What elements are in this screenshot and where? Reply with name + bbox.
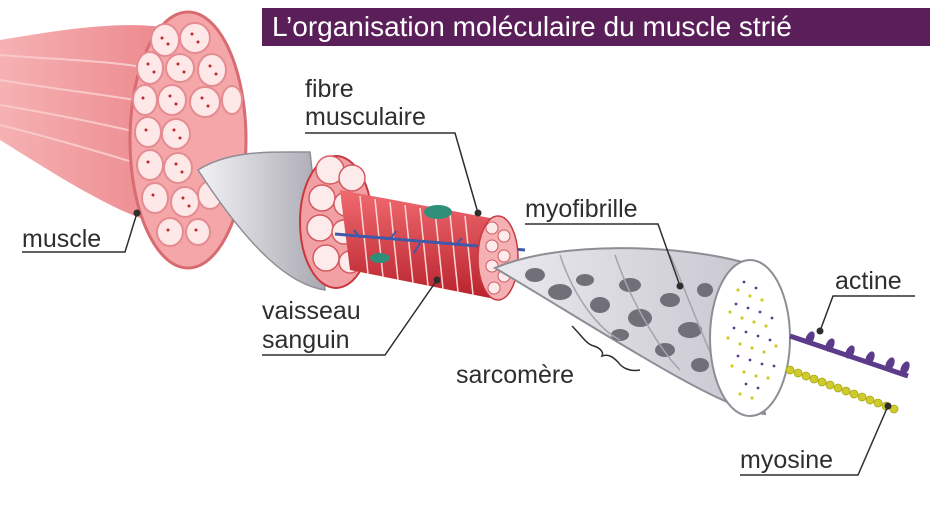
actine-leader xyxy=(819,295,915,332)
label-vaisseau-line2: sanguin xyxy=(262,326,350,354)
sarcomere-brace xyxy=(571,325,641,372)
myofibrille-leader xyxy=(525,223,681,287)
myofibril-illustration xyxy=(492,247,791,417)
vaisseau-leader xyxy=(262,279,438,356)
muscle-fascicles xyxy=(132,22,243,247)
label-muscle: muscle xyxy=(22,225,102,253)
sheath-cone xyxy=(196,151,326,291)
muscle-dots xyxy=(141,32,218,232)
actine-filament xyxy=(789,331,910,379)
label-sarcomere: sarcomère xyxy=(456,361,575,389)
myosine-filament xyxy=(785,365,899,414)
fibre-bundle-illustration xyxy=(299,155,526,301)
leader-dots xyxy=(133,209,892,410)
myosine-leader xyxy=(740,405,889,476)
fibre-leader xyxy=(305,132,479,214)
muscle-illustration xyxy=(0,10,248,270)
label-vaisseau-line1: vaisseau xyxy=(262,297,361,325)
label-myofibrille: myofibrille xyxy=(525,195,638,223)
leader-lines xyxy=(22,132,915,476)
label-fibre-line1: fibre xyxy=(305,75,354,103)
label-fibre-line2: musculaire xyxy=(305,103,426,131)
page-title: L’organisation moléculaire du muscle str… xyxy=(262,8,930,46)
label-myosine: myosine xyxy=(740,446,834,474)
label-actine: actine xyxy=(835,267,902,295)
muscle-leader xyxy=(22,212,138,253)
